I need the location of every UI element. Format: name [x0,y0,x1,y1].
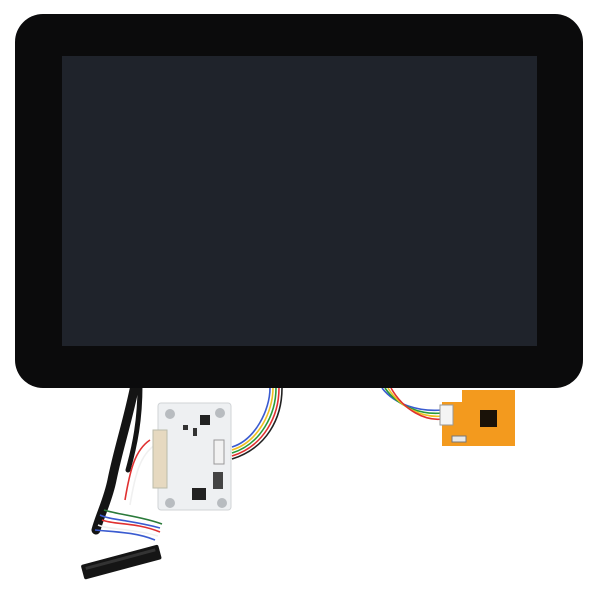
touch-controller-fpc [439,390,515,446]
display-screen [62,56,537,346]
lvds-connector [81,544,162,580]
display-to-board-wires [231,387,283,460]
driver-board [152,402,232,511]
display-to-fpc-wires [381,387,443,421]
black-cable [91,380,143,535]
ribbon-wires [94,439,163,541]
